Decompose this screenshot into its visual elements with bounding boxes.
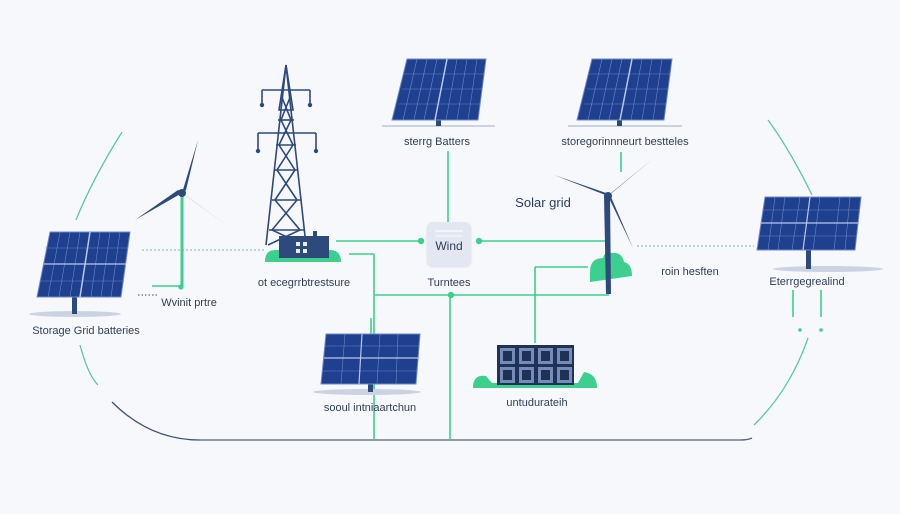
- top-center-solar-panel-icon: [382, 58, 495, 127]
- left-wind-turbine-icon: [135, 140, 227, 286]
- right-mid-label: roin hesften: [661, 266, 719, 278]
- tower-label: ot ecegrrbtrestsure: [257, 277, 351, 289]
- wind-node-box[interactable]: Wind: [427, 222, 471, 266]
- center-box-caption: Turntees: [427, 277, 471, 289]
- outer-arcs: [75, 119, 813, 441]
- box-line-decoration: [435, 235, 463, 237]
- right-solar-panel-icon: [756, 196, 883, 272]
- center-turbine-label: Solar grid: [515, 195, 571, 210]
- left-panel-label: Storage Grid batteries: [32, 325, 140, 337]
- dotted-links: [138, 245, 754, 296]
- left-solar-panel-icon: [29, 231, 131, 317]
- bottom-panel-label: sooul intniaartchun: [323, 402, 417, 414]
- connection-nodes: [178, 237, 823, 332]
- left-turbine-label: Wvinit prtre: [161, 297, 217, 309]
- center-wind-turbine-icon: [554, 158, 654, 294]
- battery-unit-label: untudurateih: [506, 397, 568, 409]
- top-center-panel-label: sterrg Batters: [403, 136, 471, 148]
- box-line-decoration: [435, 230, 463, 232]
- right-panel-label: Eterrgegrealind: [769, 276, 845, 288]
- top-right-panel-label: storegorinnneurt bestteles: [561, 136, 689, 148]
- transmission-tower-icon: [255, 64, 319, 246]
- bottom-solar-panel-icon: [313, 333, 421, 395]
- substation-building-icon: [265, 231, 341, 262]
- connection-lines: [152, 151, 822, 440]
- top-right-solar-panel-icon: [568, 58, 682, 127]
- wind-node-label: Wind: [435, 239, 463, 253]
- battery-storage-unit-icon: [473, 345, 597, 388]
